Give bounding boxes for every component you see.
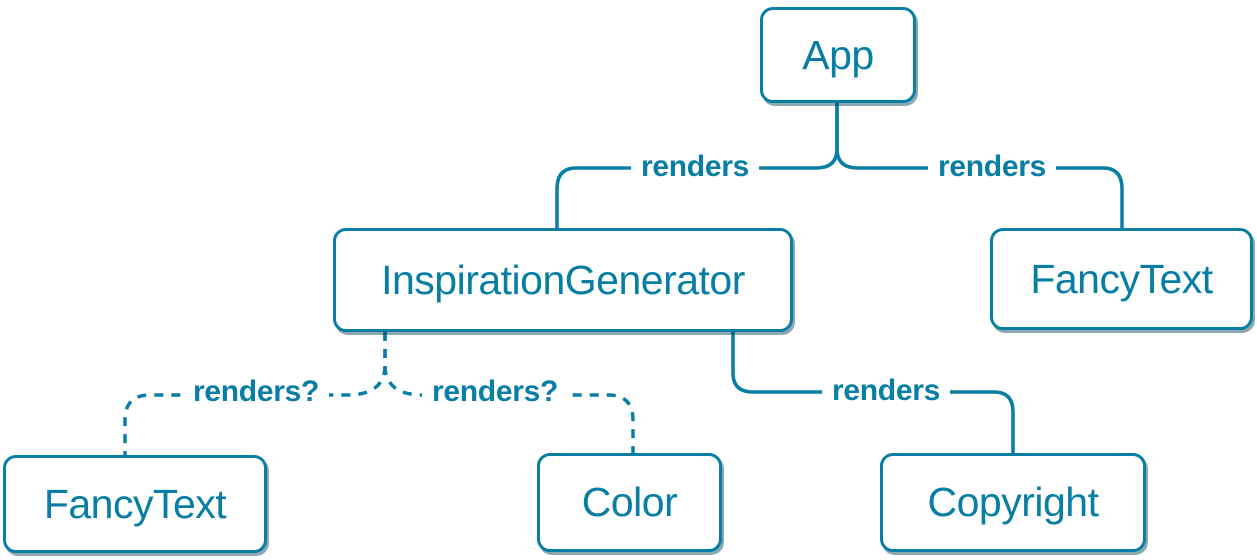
node-app: App bbox=[760, 7, 916, 103]
node-inspiration-generator-label: InspirationGenerator bbox=[381, 256, 745, 303]
node-fancy-text-top: FancyText bbox=[990, 228, 1253, 330]
node-inspiration-generator: InspirationGenerator bbox=[333, 228, 793, 332]
node-copyright: Copyright bbox=[880, 453, 1146, 552]
node-fancy-text-bottom: FancyText bbox=[3, 455, 267, 553]
node-fancy-text-top-label: FancyText bbox=[1030, 255, 1213, 302]
edge-label-renders-right: renders bbox=[928, 149, 1056, 185]
node-fancy-text-bottom-label: FancyText bbox=[43, 480, 227, 527]
edge-label-renders-bottom: renders bbox=[822, 373, 950, 409]
edge-label-renders-left: renders bbox=[631, 149, 759, 185]
edge-label-renders-question-right: renders? bbox=[422, 374, 568, 410]
node-copyright-label: Copyright bbox=[927, 479, 1099, 525]
edge-inspiration-fancy-text bbox=[123, 332, 387, 455]
edge-inspiration-color bbox=[383, 332, 635, 453]
node-color-label: Color bbox=[581, 479, 678, 525]
node-color: Color bbox=[537, 453, 722, 552]
edge-label-renders-question-left: renders? bbox=[183, 374, 329, 410]
node-app-label: App bbox=[802, 31, 874, 78]
